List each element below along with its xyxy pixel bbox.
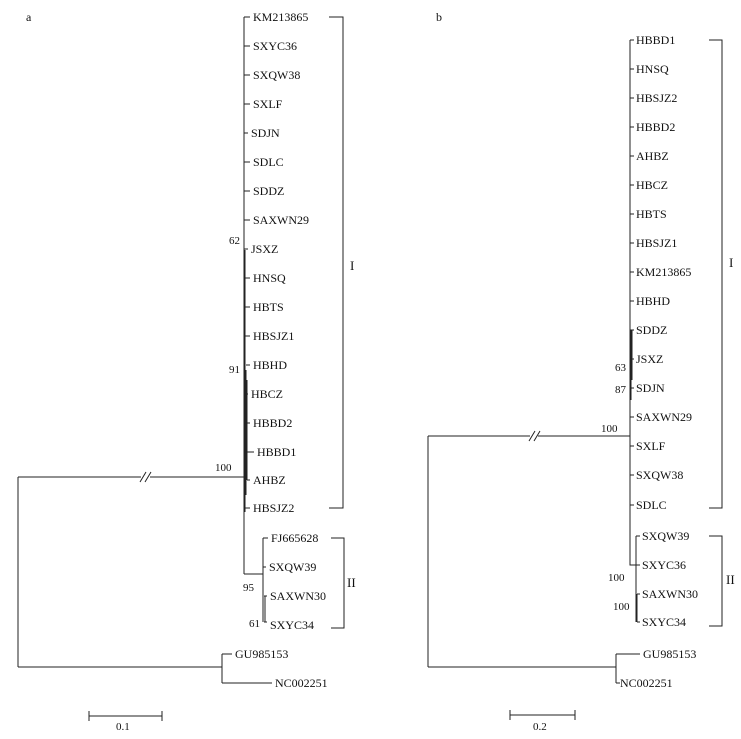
panel-a-clade-I-bracket (329, 16, 344, 509)
panel-a-leaf-label: HBSJZ1 (253, 329, 294, 343)
panel-b-leaf-label: SXYC36 (642, 558, 686, 572)
panel-a-leaf-label: SDDZ (253, 184, 284, 198)
panel-b-leaf-label: SDLC (636, 498, 667, 512)
panel-b-scale-bar (509, 710, 576, 720)
panel-a-leaf-label: HBTS (253, 300, 284, 314)
panel-a-leaf-label: GU985153 (235, 647, 288, 661)
panel-b-leaf-label: KM213865 (636, 265, 691, 279)
panel-a-letter: a (26, 10, 32, 24)
panel-b-leaf-label: HBCZ (636, 178, 668, 192)
panel-b-leaf-label: HBTS (636, 207, 667, 221)
panel-a-clade-I-label: I (350, 258, 354, 273)
panel-b-scale-label: 0.2 (533, 721, 547, 733)
panel-a-leaf-label: SXYC36 (253, 39, 297, 53)
panel-a-leaf-label: HBBD2 (253, 416, 292, 430)
panel-a-leaf-label: AHBZ (253, 473, 286, 487)
panel-b-leaf-label: SXQW38 (636, 468, 683, 482)
panel-a-leaf-label: SXQW39 (269, 560, 316, 574)
panel-b-clade-I-label: I (729, 255, 733, 270)
panel-a-leaf-label: FJ665628 (271, 531, 318, 545)
panel-b-tree: b HBBD1 HNSQ HBSJZ2 HBBD2 AHBZ HBCZ HBTS… (427, 10, 735, 733)
panel-b-leaf-label: SXQW39 (642, 529, 689, 543)
panel-a-bootstrap: 62 (229, 235, 240, 247)
panel-b-leaf-label: NC002251 (620, 676, 673, 690)
panel-a-axis-break (139, 471, 152, 483)
panel-a-leaf-label: SDJN (251, 126, 280, 140)
panel-a-tree: a KM213865 SXYC36 SXQW38 SXLF SDJN SDLC … (17, 10, 356, 733)
panel-a-leaf-label: SAXWN30 (270, 589, 326, 603)
panel-b-leaf-label: GU985153 (643, 647, 696, 661)
panel-a-leaf-label: HBSJZ2 (253, 501, 294, 515)
panel-a-bootstrap: 91 (229, 364, 240, 376)
panel-b-bootstrap: 100 (601, 423, 618, 435)
panel-b-bootstrap: 100 (613, 601, 630, 613)
panel-a-leaf-label: JSXZ (251, 242, 278, 256)
panel-a-leaf-label: SXQW38 (253, 68, 300, 82)
panel-b-leaf-label: SAXWN30 (642, 587, 698, 601)
panel-a-bootstrap: 95 (243, 582, 255, 594)
panel-b-leaf-label: AHBZ (636, 149, 669, 163)
panel-b-leaf-label: HBBD1 (636, 33, 675, 47)
panel-b-leaf-label: SXYC34 (642, 615, 686, 629)
panel-b-leaf-label: SDJN (636, 381, 665, 395)
panel-b-leaf-label: HNSQ (636, 62, 669, 76)
panel-b-bootstrap: 87 (615, 384, 627, 396)
panel-b-clade-I-bracket (709, 39, 723, 509)
panel-a-scale-label: 0.1 (116, 721, 130, 733)
panel-a-leaf-label: KM213865 (253, 10, 308, 24)
panel-b-clade-II-bracket (709, 535, 723, 627)
panel-b-leaf-label: JSXZ (636, 352, 663, 366)
panel-b-leaf-label: HBBD2 (636, 120, 675, 134)
panel-a-leaf-label: HBBD1 (257, 445, 296, 459)
panel-a-leaf-label: NC002251 (275, 676, 328, 690)
panel-a-leaf-label: SXYC34 (270, 618, 314, 632)
panel-a-clade-II-label: II (347, 575, 356, 590)
panel-a-scale-bar (88, 711, 163, 721)
panel-a-leaf-label: SAXWN29 (253, 213, 309, 227)
panel-b-leaf-label: HBHD (636, 294, 670, 308)
panel-b-axis-break (528, 430, 541, 442)
panel-b-clade-II-label: II (726, 572, 735, 587)
panel-b-leaf-label: HBSJZ2 (636, 91, 677, 105)
panel-b-bootstrap: 100 (608, 572, 625, 584)
panel-b-leaf-label: HBSJZ1 (636, 236, 677, 250)
panel-b-letter: b (436, 10, 442, 24)
panel-a-leaf-label: HBCZ (251, 387, 283, 401)
panel-a-clade-II-bracket (331, 537, 345, 629)
panel-b-leaf-label: SXLF (636, 439, 666, 453)
panel-a-leaf-label: SDLC (253, 155, 284, 169)
panel-a-bootstrap: 61 (249, 618, 260, 630)
panel-a-leaf-label: HBHD (253, 358, 287, 372)
panel-a-bootstrap: 100 (215, 462, 232, 474)
panel-b-leaf-label: SAXWN29 (636, 410, 692, 424)
panel-b-bootstrap: 63 (615, 362, 627, 374)
panel-a-leaf-label: SXLF (253, 97, 283, 111)
panel-b-leaf-label: SDDZ (636, 323, 667, 337)
panel-a-leaf-label: HNSQ (253, 271, 286, 285)
